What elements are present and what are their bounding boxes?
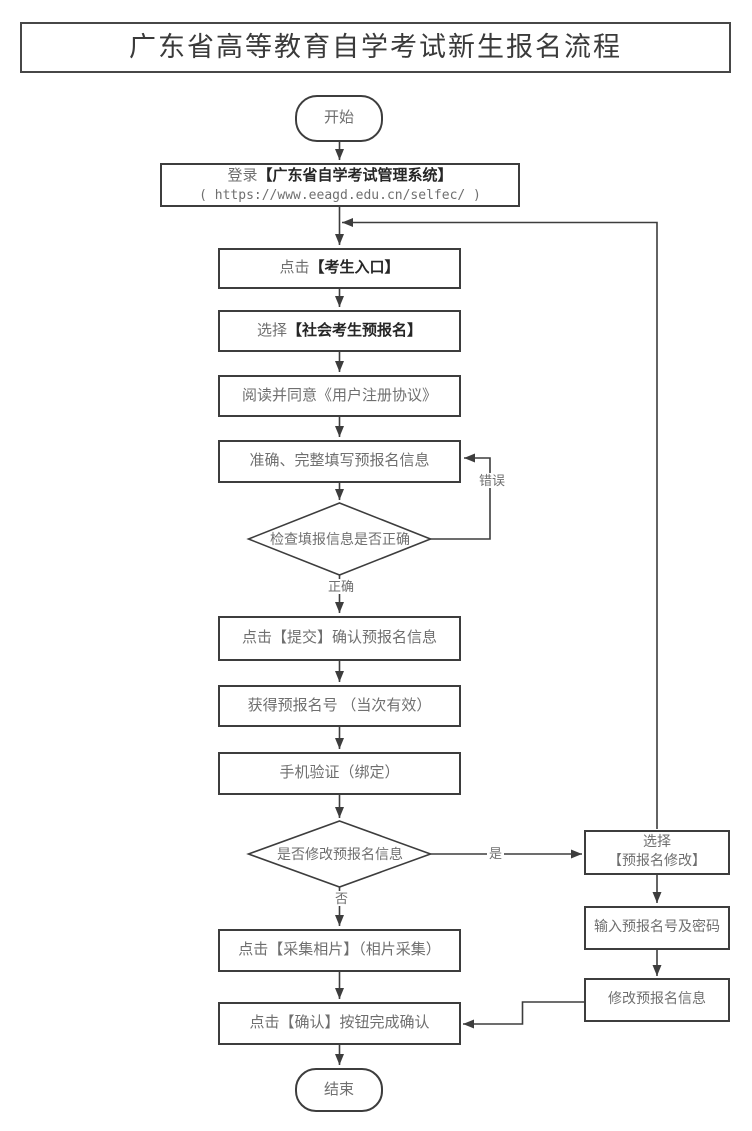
edge-modify-return — [342, 218, 658, 829]
step-input-number-label: 输入预报名号及密码 — [594, 919, 720, 935]
step-fill-info: 准确、完整填写预报名信息 — [218, 440, 461, 483]
step-phone-verify: 手机验证（绑定） — [218, 752, 461, 795]
step-login-pre: 登录 — [227, 167, 258, 184]
start-node: 开始 — [295, 95, 383, 142]
decision-check-info-diamond — [246, 502, 433, 576]
label-error: 错误 — [477, 473, 508, 488]
edge-modify-confirm — [463, 1001, 584, 1029]
step-candidate-entry-strong: 【考生入口】 — [309, 260, 400, 277]
edge-error-loop — [430, 453, 491, 540]
step-confirm-label: 点击【确认】按钮完成确认 — [249, 1015, 430, 1032]
step-login: 登录【广东省自学考试管理系统】 ( https://www.eeagd.edu.… — [160, 163, 520, 207]
step-society-preregister-pre: 选择 — [256, 322, 287, 339]
step-agreement: 阅读并同意《用户注册协议》 — [218, 375, 461, 417]
step-phone-verify-label: 手机验证（绑定） — [279, 765, 400, 782]
step-confirm: 点击【确认】按钮完成确认 — [218, 1002, 461, 1045]
end-node: 结束 — [295, 1068, 383, 1112]
step-login-system: 【广东省自学考试管理系统】 — [257, 167, 453, 184]
step-candidate-entry-pre: 点击 — [279, 260, 310, 277]
flowchart-title-box: 广东省高等教育自学考试新生报名流程 — [20, 22, 731, 73]
label-no: 否 — [333, 891, 351, 906]
label-yes: 是 — [487, 846, 505, 861]
step-modify-info-label: 修改预报名信息 — [608, 991, 706, 1007]
step-society-preregister-strong: 【社会考生预报名】 — [287, 322, 423, 339]
step-submit: 点击【提交】确认预报名信息 — [218, 616, 461, 661]
step-select-modify: 选择 【预报名修改】 — [584, 830, 730, 875]
flowchart-title: 广东省高等教育自学考试新生报名流程 — [129, 32, 622, 63]
label-correct: 正确 — [326, 579, 357, 594]
step-candidate-entry-line: 点击【考生入口】 — [279, 258, 399, 278]
step-agreement-label: 阅读并同意《用户注册协议》 — [241, 387, 437, 404]
step-get-number: 获得预报名号 （当次有效） — [218, 685, 461, 727]
decision-check-info-label: 检查填报信息是否正确 — [270, 533, 410, 548]
step-fill-info-label: 准确、完整填写预报名信息 — [249, 453, 430, 470]
step-society-preregister: 选择【社会考生预报名】 — [218, 310, 461, 352]
step-candidate-entry: 点击【考生入口】 — [218, 248, 461, 289]
step-submit-label: 点击【提交】确认预报名信息 — [241, 630, 437, 647]
step-login-url: ( https://www.eeagd.edu.cn/selfec/ ) — [199, 187, 481, 203]
step-login-line1: 登录【广东省自学考试管理系统】 — [227, 166, 452, 186]
step-select-modify-line1: 选择 — [643, 834, 671, 850]
decision-modify-label: 是否修改预报名信息 — [277, 848, 403, 863]
step-input-number: 输入预报名号及密码 — [584, 906, 730, 950]
start-label: 开始 — [323, 110, 354, 127]
step-select-modify-line2: 【预报名修改】 — [608, 853, 706, 869]
step-photo-label: 点击【采集相片】（相片采集） — [238, 942, 441, 959]
step-modify-info: 修改预报名信息 — [584, 978, 730, 1022]
step-photo: 点击【采集相片】（相片采集） — [218, 929, 461, 972]
step-society-preregister-line: 选择【社会考生预报名】 — [257, 321, 422, 341]
decision-modify-diamond — [246, 820, 433, 888]
step-get-number-label: 获得预报名号 （当次有效） — [247, 697, 432, 714]
end-label: 结束 — [323, 1081, 354, 1098]
